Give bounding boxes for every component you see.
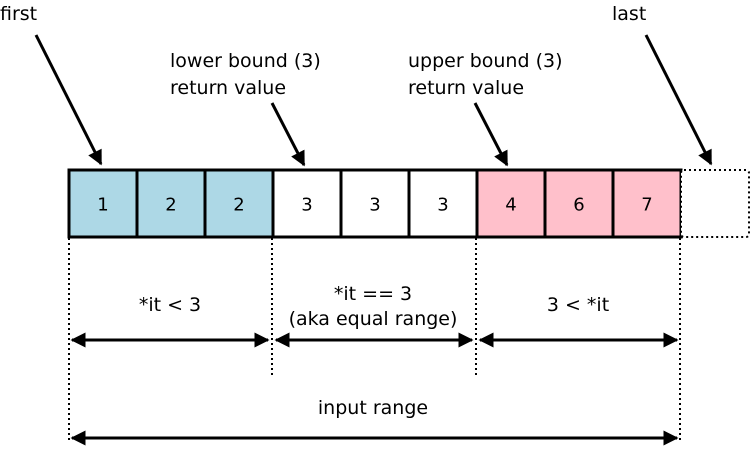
array-cell-value: 2 bbox=[165, 195, 176, 216]
array-cell bbox=[135, 168, 207, 239]
array-cell-value: 3 bbox=[369, 195, 380, 216]
upper-bound-label-line1: upper bound (3) bbox=[408, 50, 563, 72]
equal-range-label-line1: *it == 3 bbox=[334, 283, 412, 305]
array-cell bbox=[543, 168, 615, 239]
first-label: first bbox=[0, 3, 37, 25]
lower-bound-arrow bbox=[270, 102, 306, 167]
array-cell bbox=[203, 168, 275, 239]
less-range-label: *it < 3 bbox=[139, 294, 201, 316]
array-cell bbox=[67, 168, 139, 239]
array-cell-value: 3 bbox=[437, 195, 448, 216]
upper-bound-label-line2: return value bbox=[408, 77, 524, 99]
end-cell bbox=[680, 169, 750, 238]
last-label: last bbox=[612, 3, 646, 25]
greater-range-label: 3 < *it bbox=[547, 294, 609, 316]
upper-bound-arrow bbox=[473, 102, 509, 167]
array-cell bbox=[611, 168, 683, 239]
array-cell-value: 7 bbox=[641, 195, 652, 216]
equal-range-label-line2: (aka equal range) bbox=[289, 308, 458, 330]
array-cell bbox=[475, 168, 547, 239]
array-cell-value: 3 bbox=[301, 195, 312, 216]
array-cell-value: 4 bbox=[505, 195, 516, 216]
lower-bound-label-line2: return value bbox=[170, 77, 286, 99]
first-arrow bbox=[34, 34, 103, 166]
lower-bound-label-line1: lower bound (3) bbox=[170, 50, 321, 72]
array-cells: 1 2 2 3 3 3 4 6 7 bbox=[67, 168, 750, 239]
array-cell bbox=[339, 168, 411, 239]
array-cell-value: 6 bbox=[573, 195, 584, 216]
array-cell-value: 2 bbox=[233, 195, 244, 216]
last-arrow bbox=[644, 34, 713, 166]
input-range-label: input range bbox=[318, 397, 428, 419]
array-cell-value: 1 bbox=[97, 195, 108, 216]
